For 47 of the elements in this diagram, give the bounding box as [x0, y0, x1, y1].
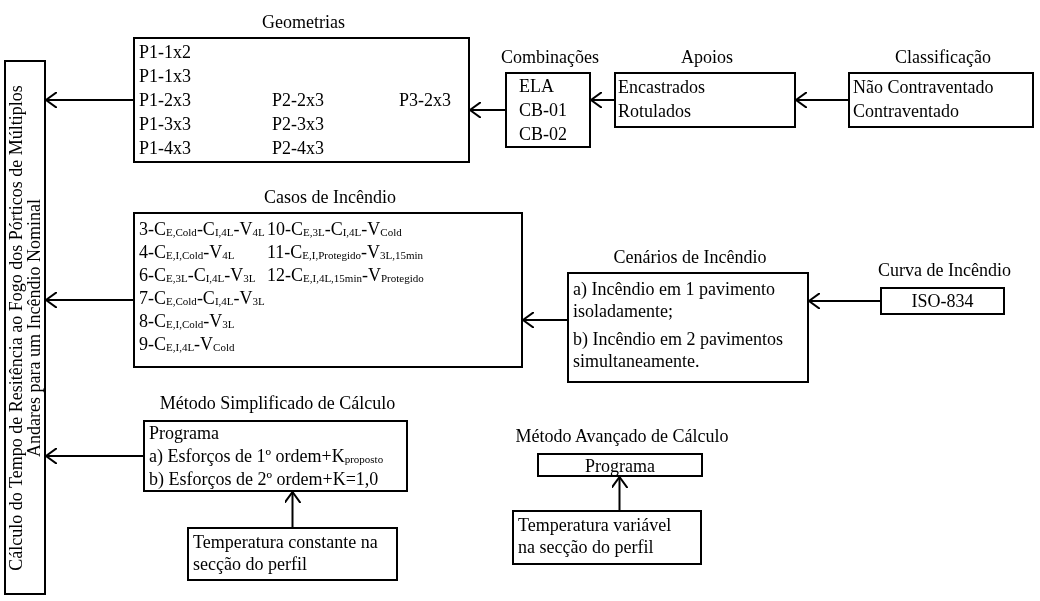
arrow: [590, 91, 615, 109]
heading-text: Casos de Incêndio: [263, 186, 397, 208]
item-text: Rotulados: [618, 100, 691, 122]
item-text: Encastrados: [618, 76, 705, 98]
arrow: [45, 447, 144, 465]
heading-text: Cenários de Incêndio: [612, 246, 768, 268]
arrow: [469, 101, 506, 119]
text-box: [187, 527, 398, 581]
item-text: P1-1x2: [139, 41, 191, 63]
arrow: [795, 91, 849, 109]
heading-text: Curva de Incêndio: [877, 259, 1012, 281]
item-text: Temperatura constante na secção do perfil: [193, 531, 378, 575]
arrow: [45, 91, 134, 109]
arrow: [522, 311, 568, 329]
heading-text: Classificação: [894, 46, 992, 68]
item-text: P2-2x3: [272, 89, 324, 111]
item-text: P1-2x3: [139, 89, 191, 111]
item-text: Temperatura variável na secção do perfil: [518, 514, 673, 558]
item-text: b) Esforços de 2º ordem+K=1,0: [149, 468, 379, 490]
heading-text: Geometrias: [261, 11, 346, 33]
text-box: [4, 60, 46, 595]
title-text: Cálculo do Tempo de Resitência ao Fogo dos Pórticos de Múltiplos Andares para um Incêndio Nominal: [6, 83, 44, 573]
item-text: P3-2x3: [399, 89, 451, 111]
heading-text: Combinações: [500, 46, 600, 68]
item-text: P1-1x3: [139, 65, 191, 87]
item-text: b) Incêndio em 2 pavimentos simultaneamente.: [573, 328, 784, 372]
item-text: a) Incêndio em 1 pavimento isoladamente;: [573, 278, 776, 322]
heading-text: Método Simplificado de Cálculo: [158, 392, 397, 414]
arrow: [808, 292, 881, 310]
heading-text: Método Avançado de Cálculo: [514, 425, 730, 447]
item-text: P1-4x3: [139, 137, 191, 159]
item-text: P2-3x3: [272, 113, 324, 135]
heading-text: Apoios: [680, 46, 734, 68]
item-text: CB-02: [519, 123, 567, 145]
text-box: [512, 510, 702, 565]
item-text: Contraventado: [853, 100, 959, 122]
item-text: P1-3x3: [139, 113, 191, 135]
arrow: [283, 491, 302, 528]
item-text: Não Contraventado: [853, 76, 994, 98]
item-text: CB-01: [519, 99, 567, 121]
item-text: Programa: [149, 422, 219, 444]
arrow: [45, 291, 134, 309]
item-text: Programa: [584, 455, 656, 477]
arrow: [610, 476, 629, 511]
item-text: ISO-834: [910, 290, 975, 312]
item-text: ELA: [519, 75, 554, 97]
item-text: P2-4x3: [272, 137, 324, 159]
